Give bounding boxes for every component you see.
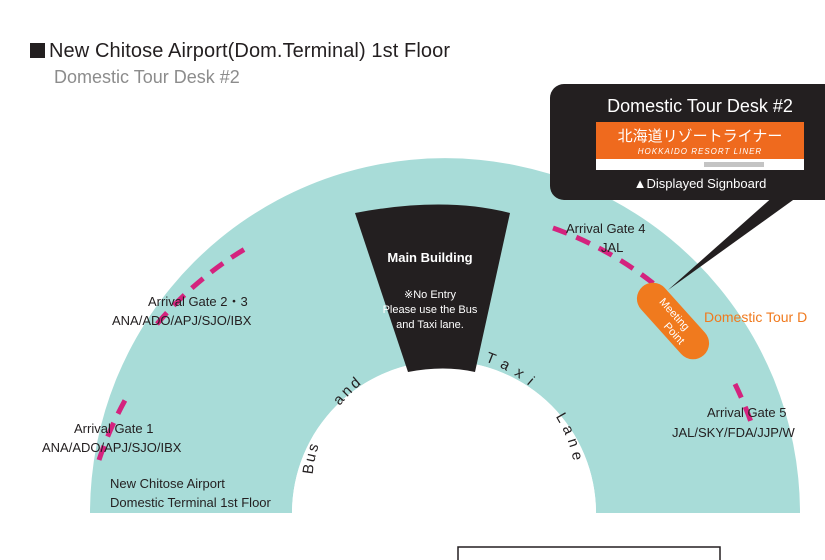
gate-5-airlines: JAL/SKY/FDA/JJP/W xyxy=(672,425,796,440)
title-square-marker xyxy=(30,43,45,58)
main-building-note-3: and Taxi lane. xyxy=(396,319,464,331)
callout-caption: ▲Displayed Signboard xyxy=(634,176,767,191)
gate-1-name: Arrival Gate 1 xyxy=(74,421,153,436)
gate-2-3-airlines: ANA/ADO/APJ/SJO/IBX xyxy=(112,313,252,328)
gate-5-name: Arrival Gate 5 xyxy=(707,405,786,420)
terminal-label-line-2: Domestic Terminal 1st Floor xyxy=(110,495,272,510)
callout-title: Domestic Tour Desk #2 xyxy=(607,96,793,116)
gate-markers xyxy=(96,225,755,461)
page-subtitle: Domestic Tour Desk #2 xyxy=(54,67,240,87)
gate-2-3-name: Arrival Gate 2・3 xyxy=(148,294,248,309)
lane-word-bus: Bus xyxy=(300,440,324,475)
lane-label: Bus xyxy=(300,440,324,475)
bus-taxi-lane xyxy=(292,361,596,513)
signboard-footer-logo xyxy=(704,162,764,167)
gate-marker-4 xyxy=(552,225,667,295)
main-building-note-2: Please use the Bus xyxy=(383,304,478,316)
gate-marker-1 xyxy=(96,393,131,461)
gate-marker-2-3 xyxy=(155,243,252,326)
main-building-note-1: ※No Entry xyxy=(404,289,457,301)
page-title: New Chitose Airport(Dom.Terminal) 1st Fl… xyxy=(30,40,450,63)
gate-marker-5 xyxy=(732,382,755,426)
gate-4-name: Arrival Gate 4 xyxy=(566,221,645,236)
main-building xyxy=(355,204,510,372)
terminal-label-line-1: New Chitose Airport xyxy=(110,476,225,491)
meeting-point-pill xyxy=(636,282,710,360)
gate-4-airlines: JAL xyxy=(601,240,623,255)
signboard-english: HOKKAIDO RESORT LINER xyxy=(638,147,762,156)
signboard-japanese: 北海道リゾートライナー xyxy=(618,128,783,145)
bottom-partial-box xyxy=(457,546,721,560)
page-title-text: New Chitose Airport(Dom.Terminal) 1st Fl… xyxy=(49,40,451,62)
signboard-footer-strip xyxy=(596,159,804,170)
meeting-point-desk-label: Domestic Tour D xyxy=(704,309,807,325)
main-building-title: Main Building xyxy=(387,250,472,265)
callout-pointer xyxy=(668,195,800,290)
gate-1-airlines: ANA/ADO/APJ/SJO/IBX xyxy=(42,440,182,455)
